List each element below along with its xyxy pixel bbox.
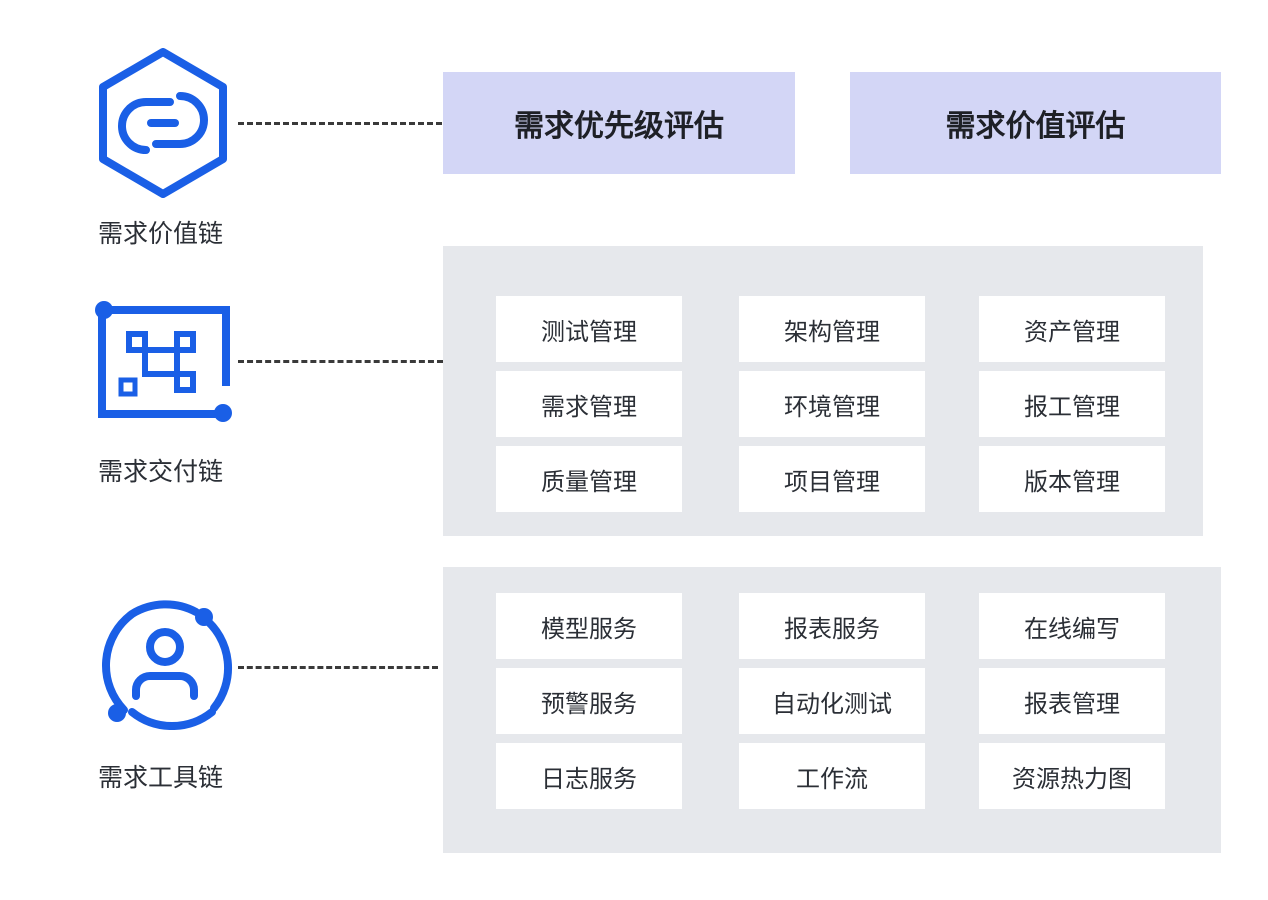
delivery-item: 质量管理 bbox=[496, 446, 682, 512]
tool-item: 工作流 bbox=[739, 743, 925, 809]
user-circle-icon bbox=[102, 600, 233, 730]
connector-line bbox=[238, 122, 442, 125]
connector-line bbox=[238, 666, 438, 669]
delivery-panel: 测试管理 架构管理 资产管理 需求管理 环境管理 报工管理 质量管理 项目管理 … bbox=[443, 246, 1203, 536]
nodes-frame-icon bbox=[95, 301, 232, 422]
connector-line bbox=[238, 360, 443, 363]
delivery-item: 测试管理 bbox=[496, 296, 682, 362]
delivery-item: 报工管理 bbox=[979, 371, 1165, 437]
chain-label-tool: 需求工具链 bbox=[98, 763, 224, 792]
delivery-item: 环境管理 bbox=[739, 371, 925, 437]
delivery-item: 架构管理 bbox=[739, 296, 925, 362]
tool-item: 报表服务 bbox=[739, 593, 925, 659]
delivery-item: 资产管理 bbox=[979, 296, 1165, 362]
tool-panel: 模型服务 报表服务 在线编写 预警服务 自动化测试 报表管理 日志服务 工作流 … bbox=[443, 567, 1221, 853]
chain-label-delivery: 需求交付链 bbox=[98, 457, 224, 486]
hexagon-link-icon bbox=[99, 48, 227, 198]
eval-value: 需求价值评估 bbox=[850, 72, 1221, 174]
delivery-item: 需求管理 bbox=[496, 371, 682, 437]
eval-priority: 需求优先级评估 bbox=[443, 72, 795, 174]
tool-item: 预警服务 bbox=[496, 668, 682, 734]
delivery-item: 项目管理 bbox=[739, 446, 925, 512]
tool-item: 日志服务 bbox=[496, 743, 682, 809]
tool-item: 在线编写 bbox=[979, 593, 1165, 659]
delivery-item: 版本管理 bbox=[979, 446, 1165, 512]
tool-item: 报表管理 bbox=[979, 668, 1165, 734]
chain-label-value: 需求价值链 bbox=[98, 219, 224, 248]
tool-item: 资源热力图 bbox=[979, 743, 1165, 809]
tool-item: 自动化测试 bbox=[739, 668, 925, 734]
tool-item: 模型服务 bbox=[496, 593, 682, 659]
